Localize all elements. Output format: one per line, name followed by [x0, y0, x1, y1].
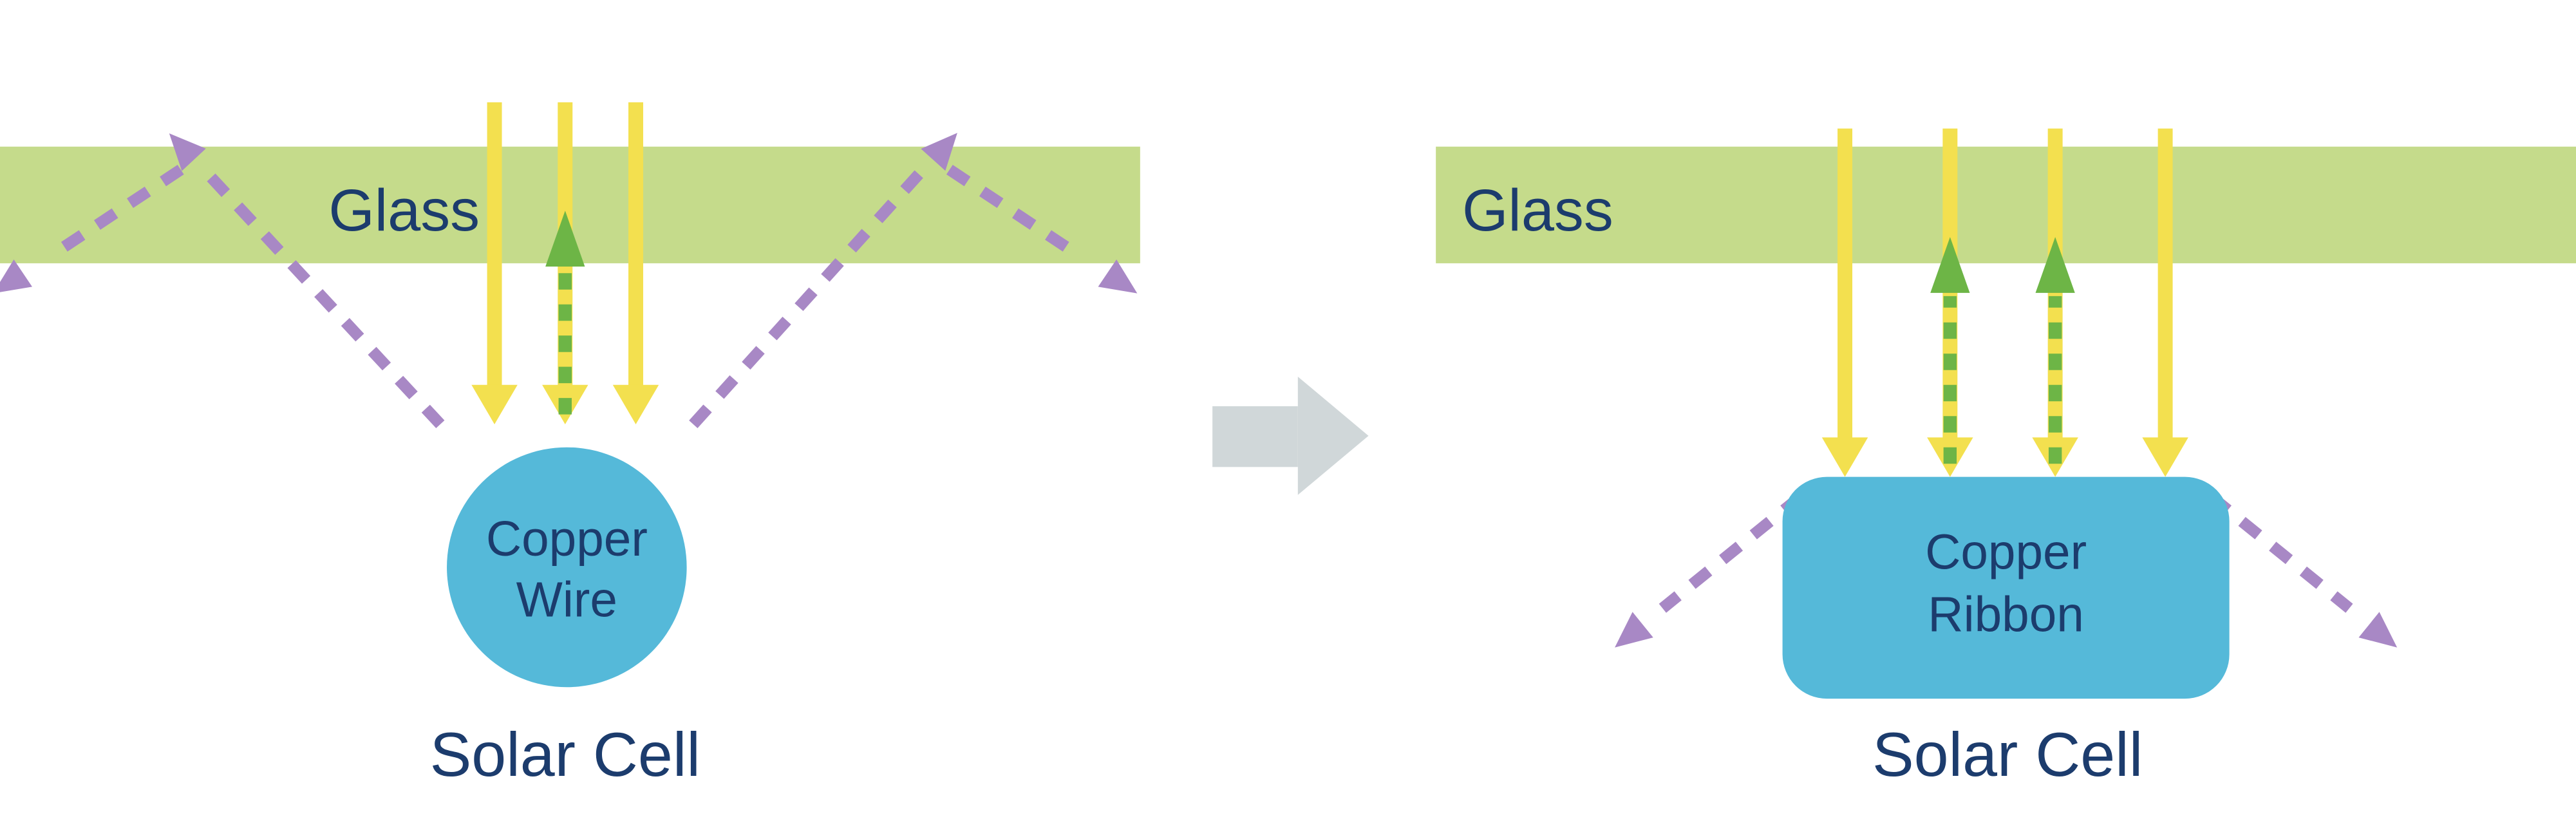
- copper-ribbon-label-line2: Ribbon: [1928, 587, 2084, 642]
- transform-arrow-icon: [1212, 376, 1369, 495]
- scattered-ray-arrowhead-icon: [2358, 612, 2398, 648]
- scattered-ray-arrowhead-icon: [169, 133, 206, 171]
- copper-ribbon-shape: [1782, 476, 2230, 699]
- left-panel-copper-wire: Glass Copper Wire Solar Cell: [0, 102, 1140, 789]
- scattered-ray-segment: [689, 169, 925, 428]
- scattered-ray-segment: [46, 165, 184, 262]
- transform-arrow-body: [1212, 406, 1298, 467]
- glass-label: Glass: [1462, 178, 1613, 243]
- copper-wire-label-line2: Wire: [516, 573, 617, 628]
- scattered-ray-arrowhead-icon: [1098, 259, 1138, 294]
- sunlight-arrow: [471, 102, 518, 424]
- scattered-ray-segment: [2207, 492, 2353, 613]
- scattered-light-ray-left: [0, 133, 445, 429]
- sunlight-arrowhead-icon: [612, 384, 659, 424]
- sunlight-arrowhead-icon: [1821, 437, 1868, 477]
- scattered-ray-arrowhead-icon: [921, 133, 957, 171]
- scattered-light-ray-left: [1615, 492, 1805, 648]
- transform-arrow-head: [1297, 376, 1369, 495]
- copper-wire-label-line1: Copper: [486, 512, 648, 567]
- sunlight-arrow: [2142, 128, 2188, 477]
- sunlight-arrowhead-icon: [2142, 437, 2188, 477]
- scattered-ray-arrowhead-icon: [0, 259, 32, 294]
- reflected-light-arrow: [2035, 237, 2075, 464]
- reflected-light-arrow: [545, 211, 585, 415]
- sunlight-arrow: [1821, 128, 1868, 477]
- scattered-ray-segment: [202, 169, 445, 429]
- reflected-light-arrow: [1930, 237, 1970, 464]
- copper-wire-circle: [447, 447, 687, 688]
- copper-ribbon-label-line1: Copper: [1925, 525, 2087, 580]
- scattered-light-ray-right: [2207, 492, 2398, 648]
- reflected-arrowhead-icon: [2035, 237, 2075, 293]
- reflected-arrowhead-icon: [545, 211, 585, 267]
- sunlight-arrowhead-icon: [471, 384, 518, 424]
- scattered-light-ray-right: [689, 133, 1138, 428]
- sunlight-arrow: [612, 102, 659, 424]
- right-panel-copper-ribbon: Glass Copper Ribbon Solar Cell: [1436, 128, 2576, 789]
- reflected-arrowhead-icon: [1930, 237, 1970, 293]
- solar-cell-label: Solar Cell: [1872, 719, 2143, 789]
- scattered-ray-segment: [946, 165, 1084, 262]
- glass-layer: [1436, 146, 2576, 263]
- scattered-ray-arrowhead-icon: [1615, 612, 1653, 648]
- glass-label: Glass: [328, 178, 480, 243]
- solar-cell-label: Solar Cell: [430, 719, 700, 789]
- scattered-ray-segment: [1659, 492, 1805, 613]
